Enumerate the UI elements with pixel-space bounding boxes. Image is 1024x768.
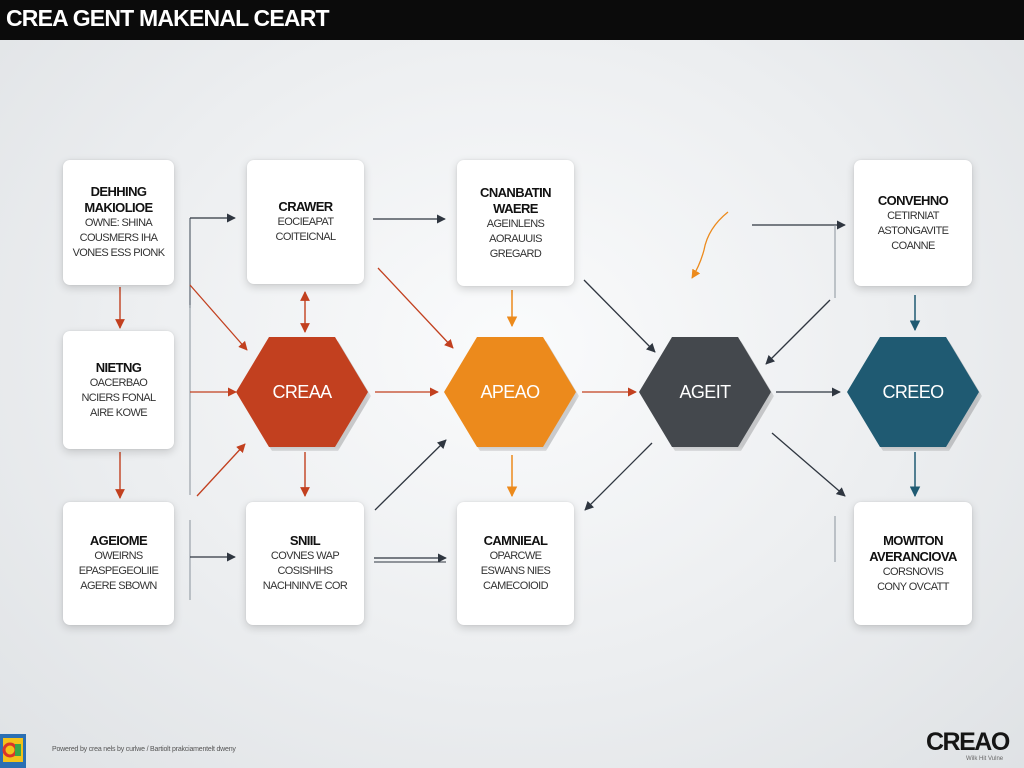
arrow-diag [771, 432, 846, 497]
card-line: COUSMERS IHA [79, 232, 158, 244]
process-card[interactable]: MOWITON AVERANCIOVA CORSNOVIS CONY OVCAT… [854, 502, 972, 625]
card-line: ESWANS NIES [480, 565, 551, 577]
card-line: OACERBAO [89, 376, 148, 389]
process-card[interactable]: CNANBATIN WAERE AGEINLENS AORAUUIS GREGA… [457, 160, 574, 286]
process-card[interactable]: SNIIL COVNES WAP COSISHIHS NACHNINVE COR [246, 502, 364, 625]
card-line: OWEIRNS [94, 550, 143, 562]
card-line: COITEICNAL [275, 231, 336, 243]
arrow-diag [377, 267, 454, 349]
card-line: AORAUUIS [489, 232, 542, 245]
hex-node-agent[interactable]: AGEIT [639, 337, 771, 447]
card-line: COSISHIHS [277, 565, 333, 577]
card-line: VONES ESS PIONK [72, 247, 165, 259]
footer-text: Powered by crea nels by curlwe / Bartiol… [52, 746, 236, 753]
card-title: AGEIOME [89, 533, 148, 548]
card-line: AGERE SBOWN [80, 580, 157, 592]
card-line: NCIERS FONAL [81, 391, 156, 404]
hex-label: CREEO [882, 381, 944, 402]
card-title: DEHHING MAKIOLIOE [84, 184, 153, 215]
card-title: CONVEHNO [877, 192, 949, 208]
hex-node-crea[interactable]: CREAA [236, 337, 368, 447]
process-card[interactable]: DEHHING MAKIOLIOE OWNE: SHINA COUSMERS I… [63, 160, 174, 285]
card-line: COVNES WAP [270, 550, 340, 562]
process-card[interactable]: CRAWER EOCIEAPAT COITEICNAL [247, 160, 364, 284]
arrow-diag [584, 442, 653, 511]
hex-node-creeo[interactable]: CREEO [847, 337, 979, 447]
card-title: MOWITON AVERANCIOVA [869, 532, 957, 564]
card-line: AGEINLENS [486, 217, 545, 230]
card-line: OWNE: SHINA [84, 217, 153, 229]
card-line: OPARCWE [489, 550, 542, 562]
card-line: ASTONGAVITE [877, 224, 949, 237]
hex-label: APEAO [480, 381, 540, 402]
card-title: CRAWER [278, 199, 333, 214]
card-title: CNANBATIN WAERE [480, 184, 552, 216]
brand-tagline: Wilk Hit Vulne [966, 756, 1004, 762]
arrow-diag [583, 279, 656, 353]
header-bar: CREA GENT MAKENAL CEART [0, 0, 1024, 40]
page-title: CREA GENT MAKENAL CEART [6, 5, 330, 31]
card-line: GREGARD [489, 247, 542, 260]
card-line: CAMECOIOID [483, 580, 549, 592]
hex-node-apeao[interactable]: APEAO [444, 337, 576, 447]
card-line: CONY OVCATT [877, 580, 949, 593]
arrow-diag [374, 439, 447, 511]
process-card[interactable]: CONVEHNO CETIRNIAT ASTONGAVITE COANNE [854, 160, 972, 286]
hex-label: AGEIT [679, 381, 731, 402]
card-title: NIETNG [95, 359, 142, 375]
card-line: AIRE KOWE [90, 406, 148, 419]
card-title: SNIIL [289, 533, 321, 548]
arrow-diag [196, 443, 246, 497]
card-line: CORSNOVIS [882, 565, 944, 578]
process-card[interactable]: NIETNG OACERBAO NCIERS FONAL AIRE KOWE [63, 331, 174, 449]
card-line: COANNE [891, 239, 935, 252]
card-line: CETIRNIAT [887, 209, 939, 222]
card-line: EPASPEGEOLIIE [78, 565, 159, 577]
hex-label: CREAA [272, 381, 332, 402]
brand-logo: CREAO [926, 728, 1010, 756]
logo-icon [0, 734, 26, 768]
arrow-diag [189, 284, 248, 351]
card-line: NACHNINVE COR [262, 580, 348, 592]
arrow-curve [691, 211, 729, 279]
arrow-diag [765, 299, 831, 365]
card-line: EOCIEAPAT [277, 216, 335, 228]
card-title: CAMNIEAL [483, 533, 548, 548]
process-card[interactable]: CAMNIEAL OPARCWE ESWANS NIES CAMECOIOID [457, 502, 574, 625]
process-card[interactable]: AGEIOME OWEIRNS EPASPEGEOLIIE AGERE SBOW… [63, 502, 174, 625]
